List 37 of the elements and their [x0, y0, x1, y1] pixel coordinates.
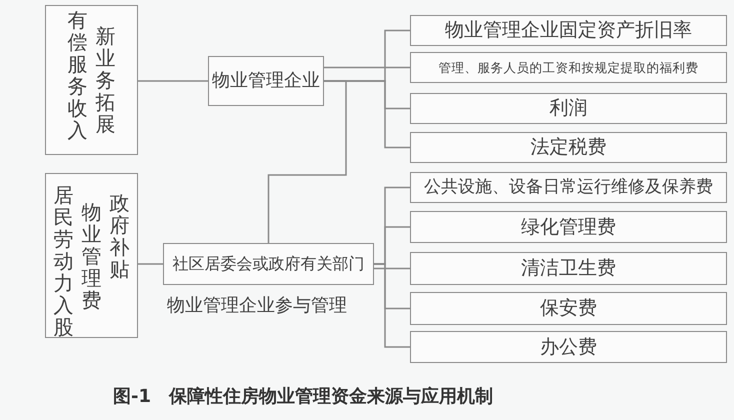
process-box: [410, 172, 727, 203]
box-label: 清洁卫生费: [521, 257, 616, 280]
process-box: [163, 243, 374, 285]
process-box: [410, 211, 727, 243]
process-box: [410, 252, 727, 285]
box-label: 社区居委会或政府有关部门: [172, 254, 364, 274]
box-label: 保安费: [540, 297, 597, 320]
vertical-label: 政府补贴: [110, 192, 130, 280]
process-box: [410, 292, 727, 325]
connector-line: [138, 80, 208, 82]
process-box: [410, 15, 727, 46]
process-box: [410, 52, 727, 83]
box-label: 物业管理企业: [212, 70, 320, 92]
vertical-label: 居民劳动力入股: [54, 184, 74, 338]
box-label: 法定税费: [530, 136, 606, 159]
process-box: [410, 132, 727, 163]
note-label: 物业管理企业参与管理: [167, 294, 347, 317]
process-box: [410, 93, 727, 124]
vertical-label: 有偿服务收入: [68, 9, 88, 141]
box-label: 利润: [550, 97, 588, 120]
source-box: [45, 5, 138, 155]
process-box: [410, 331, 727, 363]
process-box: [208, 56, 324, 106]
connector-line: [138, 263, 163, 265]
connector-line: [374, 268, 410, 270]
source-box: [45, 173, 138, 338]
box-label: 公共设施、设备日常运行维修及保养费: [424, 177, 713, 198]
vertical-label: 新业务拓展: [96, 25, 116, 135]
box-label: 管理、服务人员的工资和按规定提取的福利费: [438, 60, 698, 75]
box-label: 物业管理企业固定资产折旧率: [445, 19, 692, 42]
connector-line: [268, 80, 347, 243]
vertical-label: 物业管理费: [82, 200, 102, 310]
connector-line: [374, 263, 410, 348]
figure-caption: 图-1 保障性住房物业管理资金来源与应用机制: [113, 385, 493, 408]
connector-line: [324, 66, 410, 68]
box-label: 绿化管理费: [521, 216, 616, 238]
box-label: 办公费: [540, 336, 597, 358]
